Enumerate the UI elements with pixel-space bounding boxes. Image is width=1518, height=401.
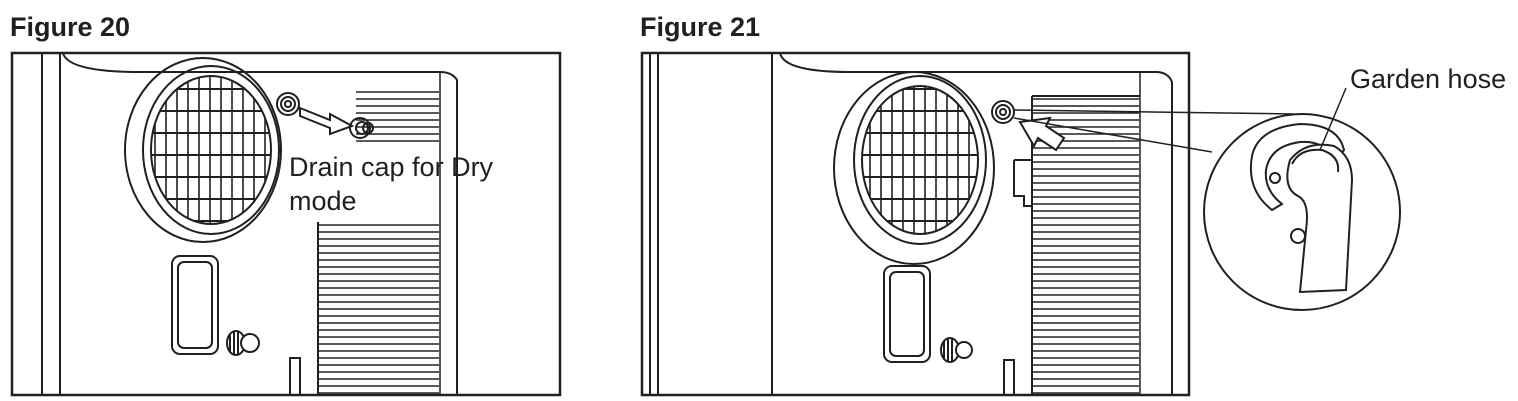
figure-20-title: Figure 20	[10, 12, 131, 42]
knob	[226, 330, 260, 356]
figure-21-title: Figure 21	[640, 12, 761, 42]
drain-cap	[349, 117, 374, 139]
figure-20-illustration	[10, 51, 562, 397]
figure-21-illustration	[640, 51, 1401, 397]
figure-20-frame	[10, 51, 562, 397]
drain-cap-label-line2: mode	[289, 186, 357, 216]
drain-cap-label-line1: Drain cap for Dry	[289, 152, 494, 182]
insert-arrow	[1018, 116, 1066, 152]
garden-hose-detail	[1203, 87, 1401, 311]
garden-hose-label: Garden hose	[1350, 64, 1507, 94]
figure-21-frame	[640, 51, 1191, 397]
round-grille	[833, 71, 995, 265]
knob	[940, 337, 973, 363]
drain-port	[991, 100, 1015, 124]
round-grille	[124, 57, 282, 243]
drain-port	[276, 92, 300, 116]
remove-arrow	[299, 106, 355, 136]
drain-cap-label: Drain cap for Dry mode	[289, 150, 493, 218]
